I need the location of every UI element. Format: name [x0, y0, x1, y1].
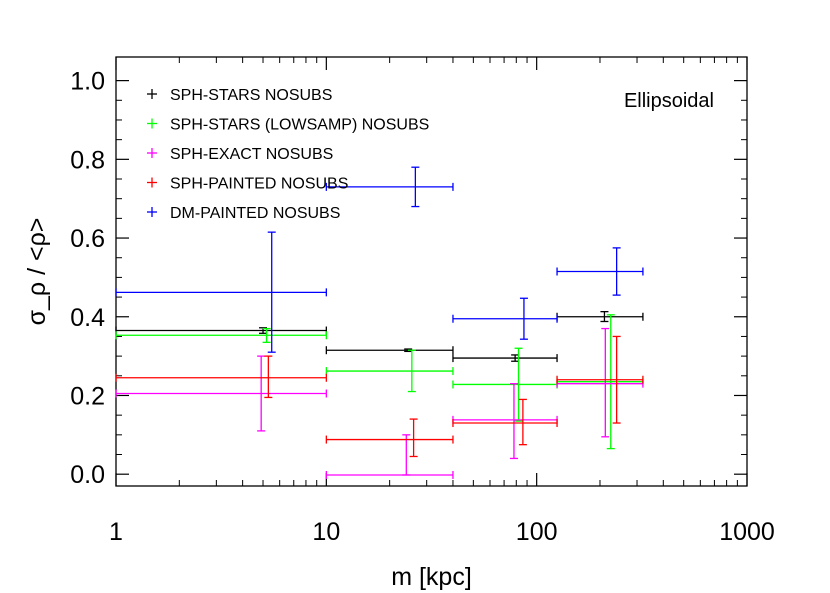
legend-item: SPH-PAINTED NOSUBS [147, 176, 348, 193]
y-tick-label: 0.8 [70, 146, 105, 174]
data-point [325, 166, 454, 208]
data-point [115, 327, 327, 343]
data-point [452, 383, 558, 460]
x-tick-label: 1000 [719, 518, 775, 546]
y-axis-title: σ_ρ / <ρ> [23, 218, 51, 326]
legend: SPH-STARS NOSUBS SPH-STARS (LOWSAMP) NOSU… [147, 87, 429, 222]
data-point [452, 297, 558, 340]
series-group [115, 327, 644, 479]
data-point [556, 327, 644, 438]
axes [115, 56, 748, 487]
chart-annotation: Ellipsoidal [624, 90, 714, 112]
data-point [556, 335, 644, 424]
legend-item: SPH-STARS NOSUBS [147, 87, 332, 104]
y-tick-label: 0.6 [70, 225, 105, 253]
x-tick-label: 10 [312, 518, 340, 546]
data-point [325, 434, 454, 479]
legend-item: SPH-EXACT NOSUBS [147, 146, 333, 163]
data-point [556, 314, 644, 450]
data-point [115, 355, 327, 432]
series-group [115, 335, 644, 458]
legend-label: SPH-EXACT NOSUBS [170, 146, 333, 163]
data-point [115, 326, 327, 335]
y-tick-label: 1.0 [70, 68, 105, 96]
data-point [452, 398, 558, 446]
data-point [115, 231, 327, 353]
data-series [115, 166, 644, 479]
data-point [115, 355, 327, 399]
y-tick-label: 0.0 [70, 461, 105, 489]
x-tick-label: 100 [516, 518, 558, 546]
data-point [325, 349, 454, 393]
legend-label: SPH-PAINTED NOSUBS [170, 176, 348, 193]
legend-label: SPH-STARS NOSUBS [170, 87, 332, 104]
data-point [556, 247, 644, 296]
legend-label: SPH-STARS (LOWSAMP) NOSUBS [170, 117, 429, 134]
y-tick-label: 0.2 [70, 382, 105, 410]
data-point [452, 354, 558, 363]
y-tick-label: 0.4 [70, 304, 105, 332]
data-point [325, 346, 454, 355]
legend-item: SPH-STARS (LOWSAMP) NOSUBS [147, 117, 429, 134]
legend-label: DM-PAINTED NOSUBS [170, 205, 340, 222]
axis-ticks: 1 10 100 1000 0.0 0.2 0.4 0.6 0.8 1.0 [70, 57, 775, 546]
plot-frame [115, 56, 748, 487]
series-group [115, 314, 644, 450]
data-point [452, 347, 558, 422]
data-point [556, 310, 644, 323]
x-tick-label: 1 [109, 518, 123, 546]
data-point [325, 418, 454, 458]
x-axis-title: m [kpc] [391, 563, 472, 591]
series-group [115, 310, 644, 363]
legend-item: DM-PAINTED NOSUBS [147, 205, 340, 222]
series-group [115, 166, 644, 353]
